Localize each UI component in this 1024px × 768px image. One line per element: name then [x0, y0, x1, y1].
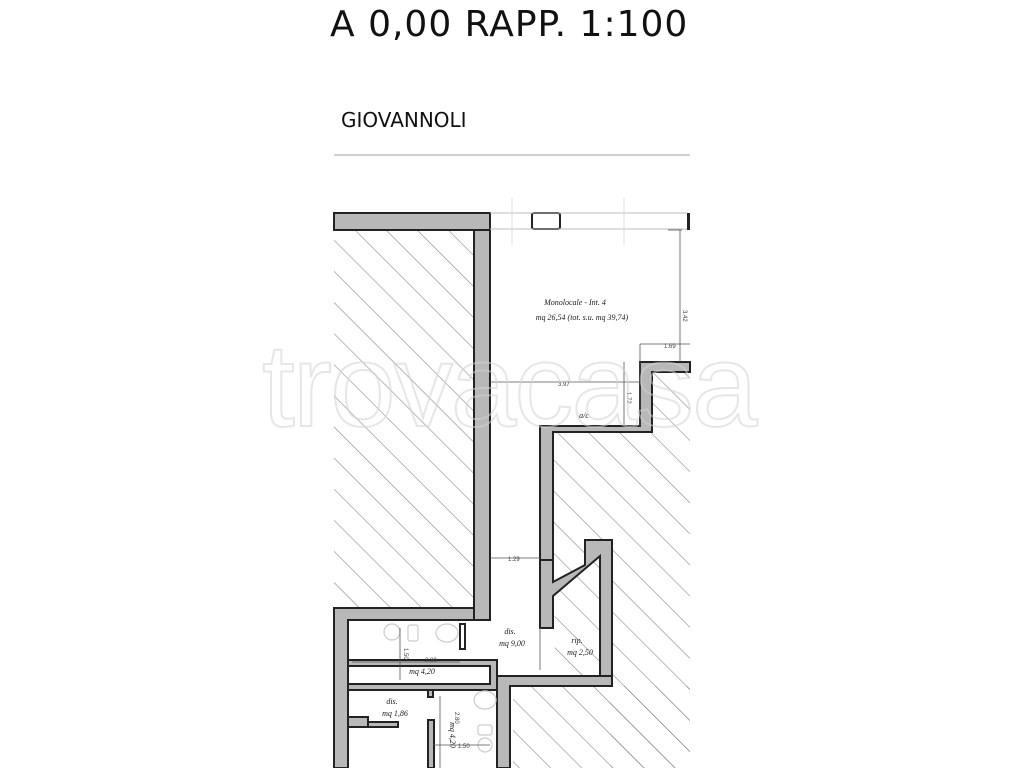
- room-dis-small-area: mq 1,86: [382, 709, 408, 718]
- room-rip-name: rip.: [571, 636, 582, 645]
- dim-3-42: 3.42: [681, 310, 687, 322]
- room-main-area: mq 26,54 (tot. s.u. mq 39,74): [536, 313, 629, 322]
- street-divider: [334, 154, 690, 156]
- dim-1-72: 1.72: [625, 392, 631, 404]
- dim-1-50-bath1: 1.50: [402, 648, 408, 660]
- room-dis-small-name: dis.: [386, 697, 397, 706]
- neighbor-block-left: [334, 230, 474, 608]
- dim-1-29: 1.29: [508, 557, 520, 563]
- drawing-title: A 0,00 RAPP. 1:100: [330, 4, 689, 45]
- room-bath1-area: mq 4,20: [409, 667, 435, 676]
- street-name: GIOVANNOLI: [341, 108, 467, 132]
- dim-2-80: 2.80: [425, 658, 437, 664]
- walls: [333, 212, 691, 768]
- room-ac-label: a/c: [579, 411, 589, 420]
- dim-3-97: 3.97: [558, 382, 570, 388]
- room-dis-name: dis.: [504, 627, 515, 636]
- window: [531, 212, 561, 230]
- room-main-name: Monolocale - Int. 4: [543, 298, 606, 307]
- dimension-lines: [352, 229, 690, 768]
- room-bath2-area: mq 4,20: [448, 722, 457, 748]
- dim-1-50: 1.50: [458, 744, 470, 750]
- dim-2-80-bath2: 2.80: [453, 712, 459, 724]
- room-dis-area: mq 9,00: [499, 639, 525, 648]
- dim-1-69: 1.69: [664, 344, 676, 350]
- room-rip-area: mq 2,50: [567, 648, 593, 657]
- neighbor-block-right: [513, 372, 690, 768]
